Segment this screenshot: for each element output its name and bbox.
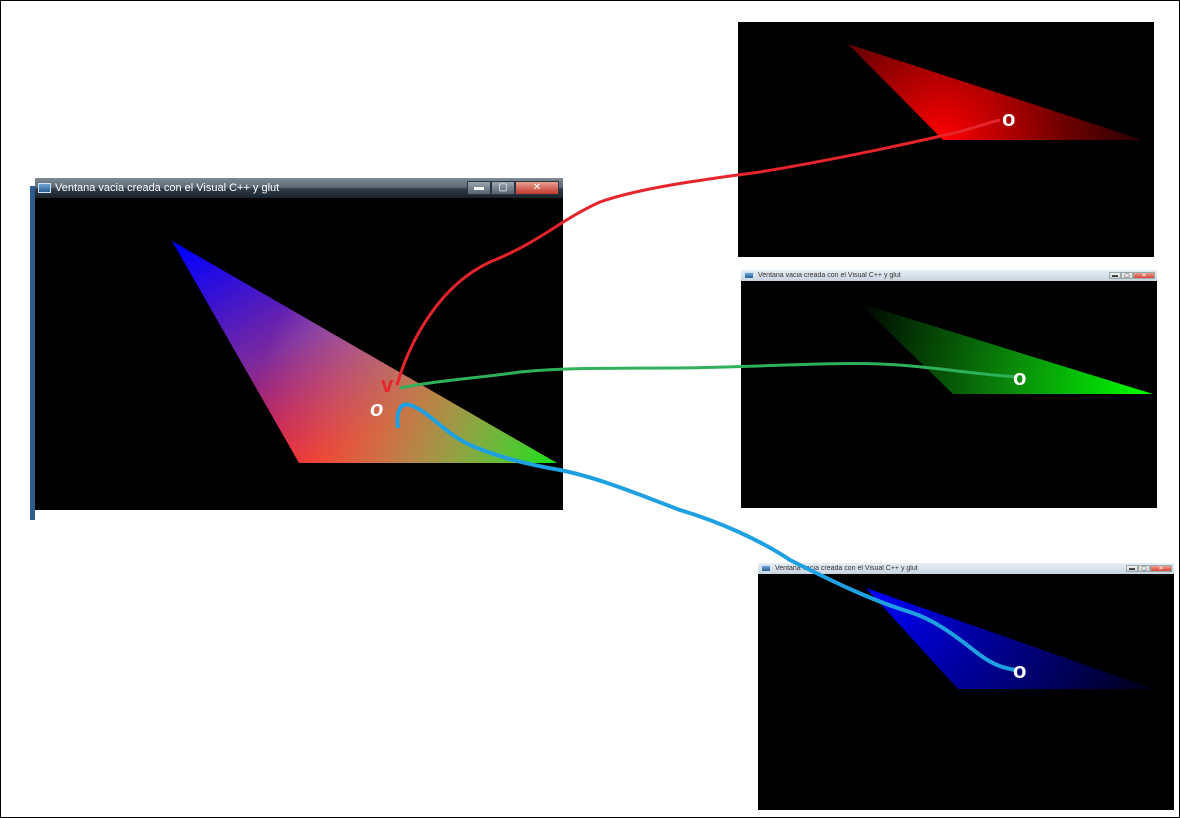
app-window-icon [744, 272, 754, 279]
maximize-button[interactable]: ▢ [491, 181, 515, 195]
green-window-title: Ventana vacia creada con el Visual C++ y… [758, 272, 901, 279]
maximize-button[interactable]: ▢ [1138, 565, 1150, 572]
window-controls: ▬ ▢ ✕ [467, 181, 559, 195]
maximize-button[interactable]: ▢ [1121, 272, 1133, 279]
blue-opengl-canvas [758, 574, 1174, 810]
blue-window-title: Ventana vacia creada con el Visual C++ y… [775, 565, 918, 572]
main-window-titlebar[interactable]: Ventana vacia creada con el Visual C++ y… [35, 178, 563, 198]
red-vertex-window [738, 22, 1154, 257]
main-glut-window: Ventana vacia creada con el Visual C++ y… [35, 178, 563, 510]
app-window-icon [761, 565, 771, 572]
rgb-triangle-render [172, 241, 557, 463]
blue-window-titlebar[interactable]: Ventana vacia creada con el Visual C++ y… [758, 563, 1174, 574]
red-triangle-render [848, 44, 1143, 140]
main-window-title: Ventana vacia creada con el Visual C++ y… [55, 182, 280, 194]
green-vertex-window: Ventana vacia creada con el Visual C++ y… [741, 270, 1157, 508]
origin-o-mark: o [370, 396, 383, 421]
main-opengl-canvas [35, 204, 563, 510]
minimize-button[interactable]: ▬ [467, 181, 491, 195]
green-arrow-stroke [399, 362, 1019, 390]
close-button[interactable]: ✕ [515, 181, 559, 195]
green-window-titlebar[interactable]: Ventana vacia creada con el Visual C++ y… [741, 270, 1157, 281]
blue-arrow-stroke [395, 402, 1016, 672]
blue-triangle [866, 588, 1154, 689]
red-arrow-stroke [395, 118, 1001, 386]
blue-target-o-mark: o [1013, 658, 1026, 683]
red-target-o-mark: o [1002, 106, 1015, 131]
green-opengl-canvas [741, 281, 1157, 508]
window-controls: ▬ ▢ ✕ [1109, 272, 1155, 279]
red-v-mark: v [381, 372, 394, 397]
green-triangle-render [859, 303, 1153, 394]
minimize-button[interactable]: ▬ [1126, 565, 1138, 572]
close-button[interactable]: ✕ [1133, 272, 1155, 279]
blue-vertex-window: Ventana vacia creada con el Visual C++ y… [758, 563, 1174, 810]
rgb-triangle-green-blend [172, 241, 557, 463]
green-target-o-mark: o [1013, 365, 1026, 390]
minimize-button[interactable]: ▬ [1109, 272, 1121, 279]
background-window-edge [30, 186, 35, 520]
close-button[interactable]: ✕ [1150, 565, 1172, 572]
app-window-icon [38, 183, 51, 193]
blue-triangle-render [866, 588, 1154, 689]
red-triangle [848, 44, 1143, 140]
green-triangle [859, 303, 1153, 394]
window-controls: ▬ ▢ ✕ [1126, 565, 1172, 572]
